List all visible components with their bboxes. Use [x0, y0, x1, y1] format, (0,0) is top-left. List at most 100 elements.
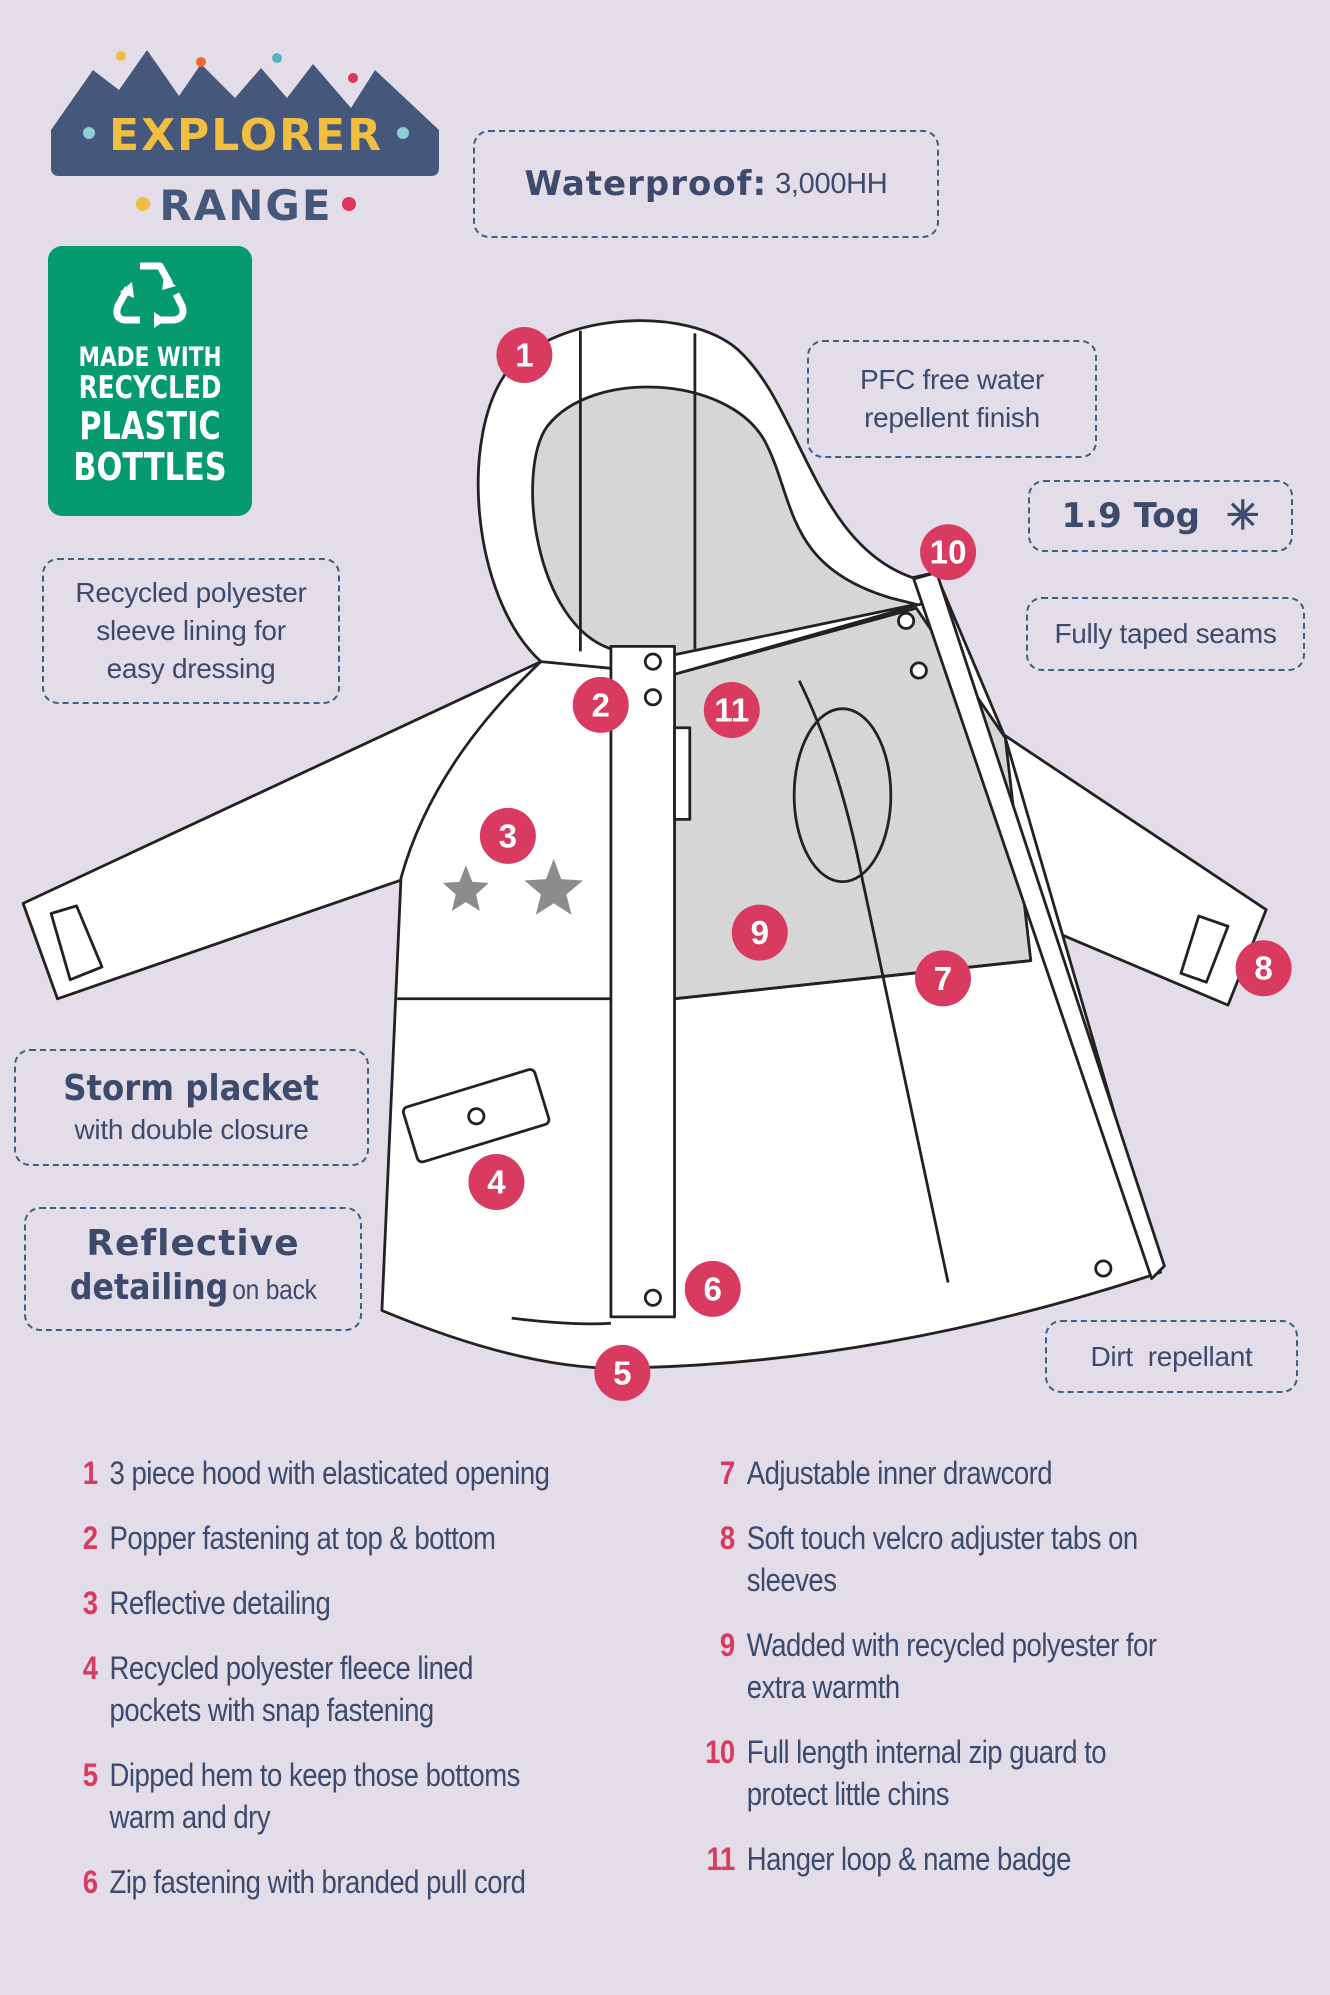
feature-item: 3 Reflective detailing — [70, 1582, 331, 1624]
feature-number: 3 — [82, 1585, 98, 1621]
feature-item: 1 3 piece hood with elasticated opening — [70, 1452, 550, 1494]
marker-6: 6 — [684, 1260, 741, 1317]
storm-placket-callout: Storm placket with double closure — [14, 1049, 369, 1166]
feature-number: 6 — [82, 1864, 98, 1900]
feature-number: 10 — [705, 1734, 735, 1770]
marker-2: 2 — [572, 676, 629, 733]
tog-callout: 1.9 Tog ✳ — [1028, 480, 1293, 552]
feature-text: Adjustable inner drawcord — [746, 1452, 1053, 1494]
feature-item: 5 Dipped hem to keep those bottoms warm an… — [70, 1754, 521, 1838]
recycle-icon — [113, 262, 187, 328]
marker-number: 10 — [930, 535, 967, 572]
pfc-callout: PFC free water repellent finish — [807, 340, 1097, 458]
mountains-logo-graphic: EXPLORER RANGE — [51, 50, 439, 230]
marker-11: 11 — [703, 681, 760, 738]
marker-circle — [703, 681, 760, 738]
feature-item: 6 Zip fastening with branded pull cord — [70, 1861, 526, 1903]
popper-top — [643, 652, 662, 671]
feature-number: 5 — [82, 1757, 98, 1793]
lining-line: Recycled polyester — [75, 577, 307, 608]
feature-number: 11 — [706, 1841, 736, 1877]
marker-number: 7 — [934, 961, 952, 998]
storm-title: Storm placket — [63, 1067, 320, 1109]
taped-seams-callout: Fully taped seams — [1026, 597, 1305, 671]
feature-number: 4 — [82, 1650, 98, 1686]
feature-text: 3 piece hood with elasticated opening — [110, 1452, 550, 1494]
marker-number: 6 — [704, 1271, 722, 1308]
reflective-line2-rest: on back — [231, 1273, 317, 1305]
lining-line: sleeve lining for — [96, 615, 286, 646]
marker-circle — [731, 904, 788, 961]
star-icon — [442, 865, 489, 911]
marker-number: 2 — [592, 687, 610, 724]
marker-number: 4 — [487, 1164, 506, 1201]
feature-text-line: Popper fastening at top & bottom — [109, 1520, 496, 1556]
reflective-stars — [442, 858, 583, 915]
feature-text: Popper fastening at top & bottom — [110, 1517, 496, 1559]
explorer-range-logo: EXPLORER RANGE — [51, 38, 441, 230]
snowflake-icon: ✳ — [1225, 494, 1260, 538]
feature-text-line: sleeves — [746, 1562, 837, 1598]
marker-circle — [479, 807, 536, 864]
popper-bottom — [643, 1288, 662, 1307]
marker-circle — [920, 524, 977, 581]
feature-text: Zip fastening with branded pull cord — [110, 1861, 526, 1903]
feature-item: 11 Hanger loop & name badge — [690, 1838, 1072, 1880]
dirt-text: Dirt repellant — [1090, 1340, 1253, 1372]
velcro-tabs — [49, 904, 1230, 984]
feature-text-line: Reflective detailing — [109, 1585, 331, 1621]
waterproof-value: 3,000HH — [775, 168, 888, 200]
feature-text-line: warm and dry — [109, 1799, 271, 1835]
taped-seams-text: Fully taped seams — [1054, 618, 1277, 649]
reflective-line2-bold: detailing — [69, 1266, 229, 1308]
marker-5: 5 — [594, 1344, 651, 1401]
feature-text-line: Adjustable inner drawcord — [746, 1455, 1053, 1491]
waterproof-callout: Waterproof: 3,000HH — [473, 130, 939, 238]
sleeve-lining-callout: Recycled polyester sleeve lining for eas… — [42, 558, 340, 704]
feature-number: 7 — [719, 1455, 735, 1491]
marker-3: 3 — [479, 807, 536, 864]
reflective-line1: Reflective — [86, 1222, 300, 1264]
hood-opening — [531, 385, 918, 657]
feature-text-line: Full length internal zip guard to — [746, 1734, 1107, 1770]
dirt-repellant-callout: Dirt repellant — [1045, 1320, 1298, 1393]
feature-number: 9 — [719, 1627, 735, 1663]
badge-line: PLASTIC — [79, 403, 221, 448]
seam-lines — [397, 330, 1031, 1283]
feature-text-line: extra warmth — [746, 1669, 900, 1705]
pfc-line: repellent finish — [864, 402, 1040, 433]
lining-line: easy dressing — [106, 653, 276, 684]
feature-number: 1 — [82, 1455, 98, 1491]
feature-item: 2 Popper fastening at top & bottom — [70, 1517, 496, 1559]
marker-number: 11 — [714, 692, 749, 729]
marker-number: 8 — [1254, 951, 1272, 988]
tog-label: 1.9 Tog — [1061, 496, 1200, 536]
marker-number: 3 — [499, 818, 517, 855]
storm-placket — [609, 644, 676, 1319]
feature-item: 7 Adjustable inner drawcord — [690, 1452, 1053, 1494]
marker-circle — [496, 326, 553, 383]
feature-number: 2 — [82, 1520, 98, 1556]
marker-number: 9 — [751, 915, 769, 952]
feature-text-line: Recycled polyester fleece lined — [109, 1650, 474, 1686]
marker-number: 1 — [515, 337, 533, 374]
feature-text: Hanger loop & name badge — [747, 1838, 1072, 1880]
marker-4: 4 — [468, 1153, 525, 1210]
pocket — [401, 1068, 551, 1164]
feature-number: 8 — [719, 1520, 735, 1556]
waterproof-label: Waterproof: — [524, 164, 768, 204]
feature-text: Reflective detailing — [110, 1582, 331, 1624]
marker-circle — [594, 1344, 651, 1401]
marker-circle — [684, 1260, 741, 1317]
feature-text-line: 3 piece hood with elasticated opening — [109, 1455, 550, 1491]
badge-line: RECYCLED — [78, 370, 222, 407]
feature-text-line: Dipped hem to keep those bottoms — [109, 1757, 521, 1793]
recycled-plastic-badge: MADE WITH RECYCLED PLASTIC BOTTLES — [48, 246, 252, 516]
